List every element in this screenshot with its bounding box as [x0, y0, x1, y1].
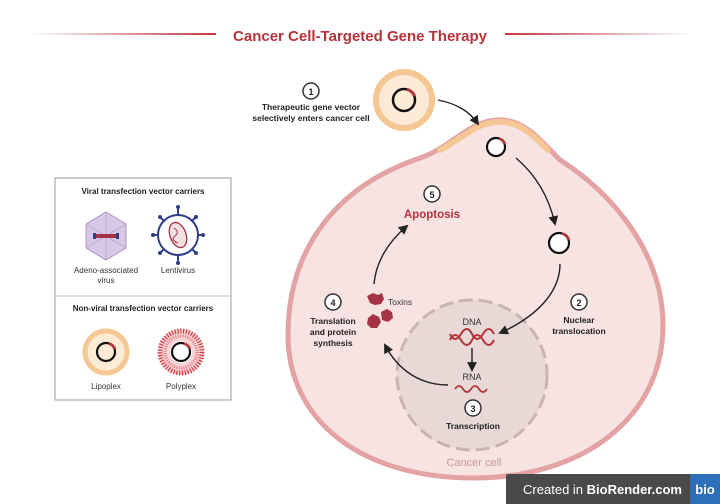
polyplex-label: Polyplex [166, 382, 196, 391]
plasmid-ring [391, 87, 417, 113]
nucleus [395, 298, 549, 452]
step-2: 2 Nuclear translocation [552, 293, 606, 336]
step-2-badge [570, 293, 588, 311]
apoptosis-label: Apoptosis [404, 209, 460, 221]
membrane-patch [437, 118, 551, 153]
lipoplex-label: Lipoplex [91, 382, 121, 391]
biorender-logo-icon: bio [690, 474, 720, 504]
step-1: 1 Therapeutic gene vector selectively en… [252, 82, 370, 123]
step-4-label-line3: synthesis [313, 338, 352, 348]
pathway-arrows [373, 99, 561, 386]
title-rule-left [30, 33, 216, 35]
rna-label: RNA [462, 372, 481, 382]
rna: RNA [454, 372, 488, 393]
step-1-number: 1 [308, 87, 313, 97]
step-4-badge [324, 293, 342, 311]
viral-heading: Viral transfection vector carriers [81, 187, 205, 196]
plasmid-cytoplasm [547, 231, 571, 255]
title-group: Cancer Cell-Targeted Gene Therapy [30, 28, 691, 45]
step-3-label: Transcription [446, 421, 500, 431]
liposome-shell [373, 69, 435, 131]
aav-label-line2: virus [98, 276, 115, 285]
step-2-number: 2 [576, 298, 581, 308]
step-1-label-line1: Therapeutic gene vector [262, 102, 361, 112]
rna-strand [454, 385, 488, 393]
aav-virus-icon [85, 211, 127, 261]
step-4-number: 4 [330, 298, 335, 308]
step-2-label-line2: translocation [552, 326, 605, 336]
toxin-1 [367, 293, 384, 305]
step-5: 5 Apoptosis [404, 185, 460, 221]
page-title: Cancer Cell-Targeted Gene Therapy [233, 28, 488, 45]
vector-carrier-legend: Viral transfection vector carriers Adeno… [54, 177, 232, 401]
toxins-label: Toxins [388, 297, 412, 307]
gene-vector-liposome [373, 69, 435, 131]
biorender-watermark[interactable]: Created in BioRender.com bio [506, 474, 720, 504]
cell-label: Cancer cell [446, 457, 501, 469]
step-4-label-line2: and protein [310, 327, 356, 337]
watermark-text: Created in BioRender.com [523, 482, 682, 497]
plasmid-gene [406, 87, 416, 97]
watermark-prefix: Created in [523, 481, 587, 497]
legend-frame [54, 177, 232, 401]
toxin-2 [367, 314, 381, 328]
arrow-cytoplasm [515, 157, 559, 226]
step-3-number: 3 [470, 404, 475, 414]
step-3-badge [464, 399, 482, 417]
cancer-cell: Cancer cell [285, 117, 666, 481]
dna-label: DNA [462, 317, 481, 327]
dna-helix-strand-b [449, 328, 495, 340]
arrow-translation [384, 343, 449, 386]
lentivirus-label: Lentivirus [161, 266, 195, 275]
step-3: 3 Transcription [446, 399, 500, 431]
polyplex-icon [157, 328, 205, 376]
arrow-apoptosis [373, 224, 409, 285]
step-4: 4 Translation and protein synthesis [310, 293, 356, 348]
step-5-number: 5 [429, 190, 434, 200]
step-5-badge [423, 185, 441, 203]
dna: DNA [449, 317, 495, 346]
lentivirus-icon [151, 205, 205, 265]
nucleus-body [395, 298, 549, 452]
arrow-entry [437, 99, 480, 126]
aav-label-line1: Adeno-associated [74, 266, 138, 275]
toxin-3 [381, 309, 393, 322]
step-1-label-line2: selectively enters cancer cell [252, 113, 369, 123]
dna-helix-strand-a [449, 334, 495, 346]
lipoplex-icon [82, 328, 130, 376]
step-4-label-line1: Translation [310, 316, 355, 326]
title-rule-right [505, 33, 691, 35]
watermark-brand: BioRender.com [586, 481, 682, 497]
step-1-badge [302, 82, 320, 100]
nonviral-heading: Non-viral transfection vector carriers [73, 304, 214, 313]
plasmid-entering [485, 136, 507, 158]
toxins: Toxins [367, 293, 412, 328]
step-2-label-line1: Nuclear [563, 315, 595, 325]
arrow-nuclear [498, 263, 561, 335]
